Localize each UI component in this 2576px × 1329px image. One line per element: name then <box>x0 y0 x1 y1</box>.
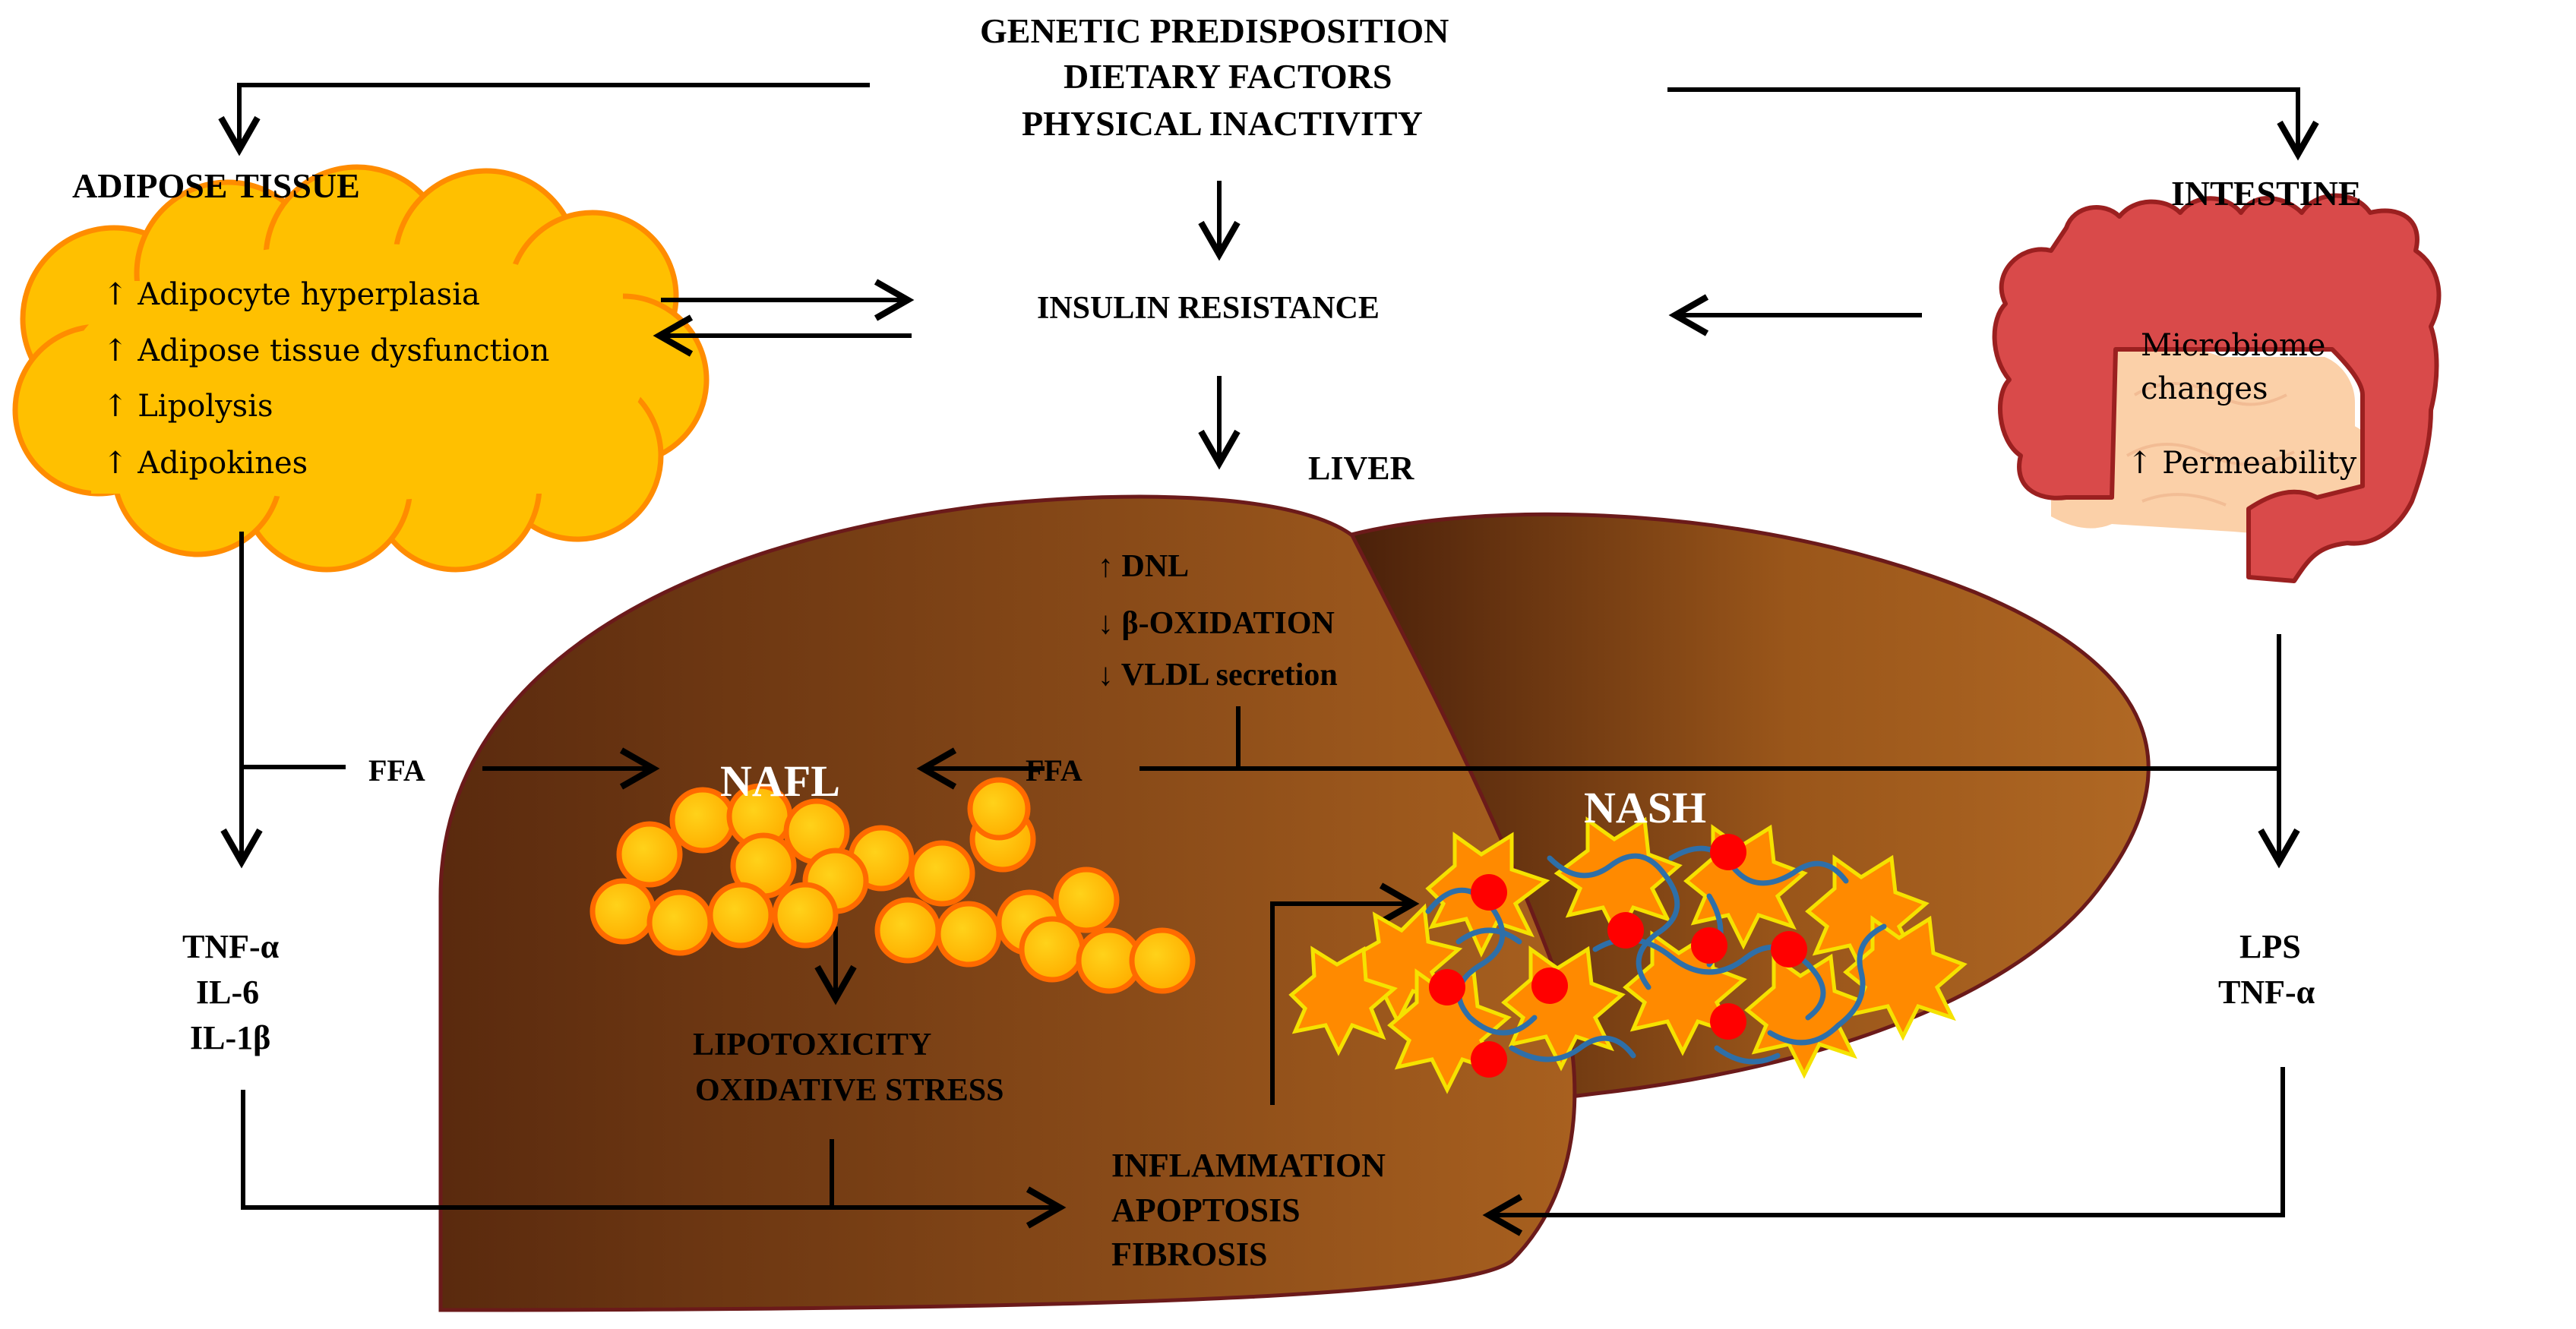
nafl-fat-droplets <box>589 777 1196 994</box>
ffa-right-label: FFA <box>1026 753 1083 788</box>
arrows <box>218 83 2319 1236</box>
adipose-item-4: ↑ Adipokines <box>103 446 308 481</box>
adipose-title: ADIPOSE TISSUE <box>72 166 360 205</box>
output-tnf: TNF-α <box>2218 974 2315 1011</box>
cause-dietary: DIETARY FACTORS <box>1064 57 1392 96</box>
arrow-to-intestine <box>1667 87 2319 161</box>
outcome-inflammation: INFLAMMATION <box>1111 1147 1386 1184</box>
ffa-left-label: FFA <box>368 753 425 788</box>
nash-label: NASH <box>1584 783 1707 832</box>
insulin-resistance-label: INSULIN RESISTANCE <box>1037 291 1380 326</box>
liver-change-dnl: ↑ DNL <box>1098 549 1190 584</box>
liver-change-beta: ↓ β-OXIDATION <box>1098 606 1335 641</box>
adipose-item-2: ↑ Adipose tissue dysfunction <box>103 333 550 368</box>
liver-change-vldl: ↓ VLDL secretion <box>1098 658 1338 693</box>
adipose-item-3: ↑ Lipolysis <box>103 389 273 424</box>
cause-physical: PHYSICAL INACTIVITY <box>1022 104 1423 143</box>
outcome-apoptosis: APOPTOSIS <box>1111 1192 1301 1229</box>
arrow-inflammation-to-nash <box>1270 882 1420 1105</box>
adipose-cloud <box>12 164 710 573</box>
cytokine-tnf: TNF-α <box>182 928 280 965</box>
nafl-label: NAFL <box>720 756 840 806</box>
cause-genetic: GENETIC PREDISPOSITION <box>980 11 1449 50</box>
nash-inflammation-cluster <box>1288 816 1968 1094</box>
intestine-permeability: ↑ Permeability <box>2127 446 2357 481</box>
intestine-title: INTESTINE <box>2171 174 2362 213</box>
lipotoxicity-label: LIPOTOXICITY <box>693 1028 932 1062</box>
liver-title: LIVER <box>1308 450 1414 487</box>
outcome-fibrosis: FIBROSIS <box>1111 1236 1268 1273</box>
lines <box>239 532 2281 1207</box>
cytokine-il1b: IL-1β <box>190 1019 271 1056</box>
adipose-item-1: ↑ Adipocyte hyperplasia <box>103 277 480 312</box>
arrow-cytokines-to-inflammation <box>241 1090 1067 1229</box>
arrow-to-adipose <box>218 83 870 156</box>
cytokine-il6: IL-6 <box>196 974 260 1011</box>
intestine-microbiome: Microbiome <box>2141 328 2326 363</box>
arrow-lps-to-inflammation <box>1482 1067 2285 1236</box>
output-lps: LPS <box>2239 928 2301 965</box>
oxidative-stress-label: OXIDATIVE STRESS <box>695 1073 1004 1108</box>
intestine-shape <box>1992 193 2442 583</box>
intestine-changes: changes <box>2141 371 2268 406</box>
